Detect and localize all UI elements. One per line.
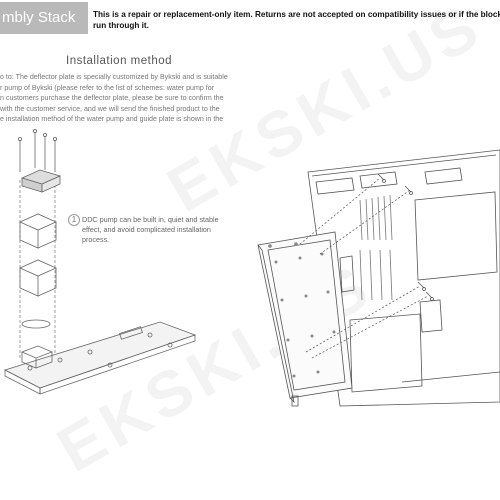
notice-line: run through it. [93, 21, 149, 30]
intro-paragraph: o to: The deflector plate is specially c… [0, 72, 270, 125]
intro-line: with the customer service, and we will s… [0, 104, 220, 113]
callout-line: DDC pump can be built in, quiet and stab… [82, 215, 219, 224]
callout-text: DDC pump can be built in, quiet and stab… [82, 215, 252, 245]
intro-line: r pump of Bykski (please refer to the li… [0, 83, 215, 92]
intro-line: o to: The deflector plate is specially c… [0, 73, 228, 81]
section-title: Installation method [66, 55, 173, 67]
intro-line: e installation method of the water pump … [0, 115, 224, 123]
callout-number: 1 [68, 214, 80, 226]
notice-line: This is a repair or replacement-only ite… [93, 10, 500, 19]
callout-line: effect, and avoid complicated installati… [82, 225, 211, 234]
intro-line: n customers purchase the deflector plate… [0, 94, 224, 102]
return-policy-notice: This is a repair or replacement-only ite… [93, 9, 500, 31]
section-tab: mbly Stack [0, 2, 88, 34]
callout-line: process. [82, 235, 110, 244]
